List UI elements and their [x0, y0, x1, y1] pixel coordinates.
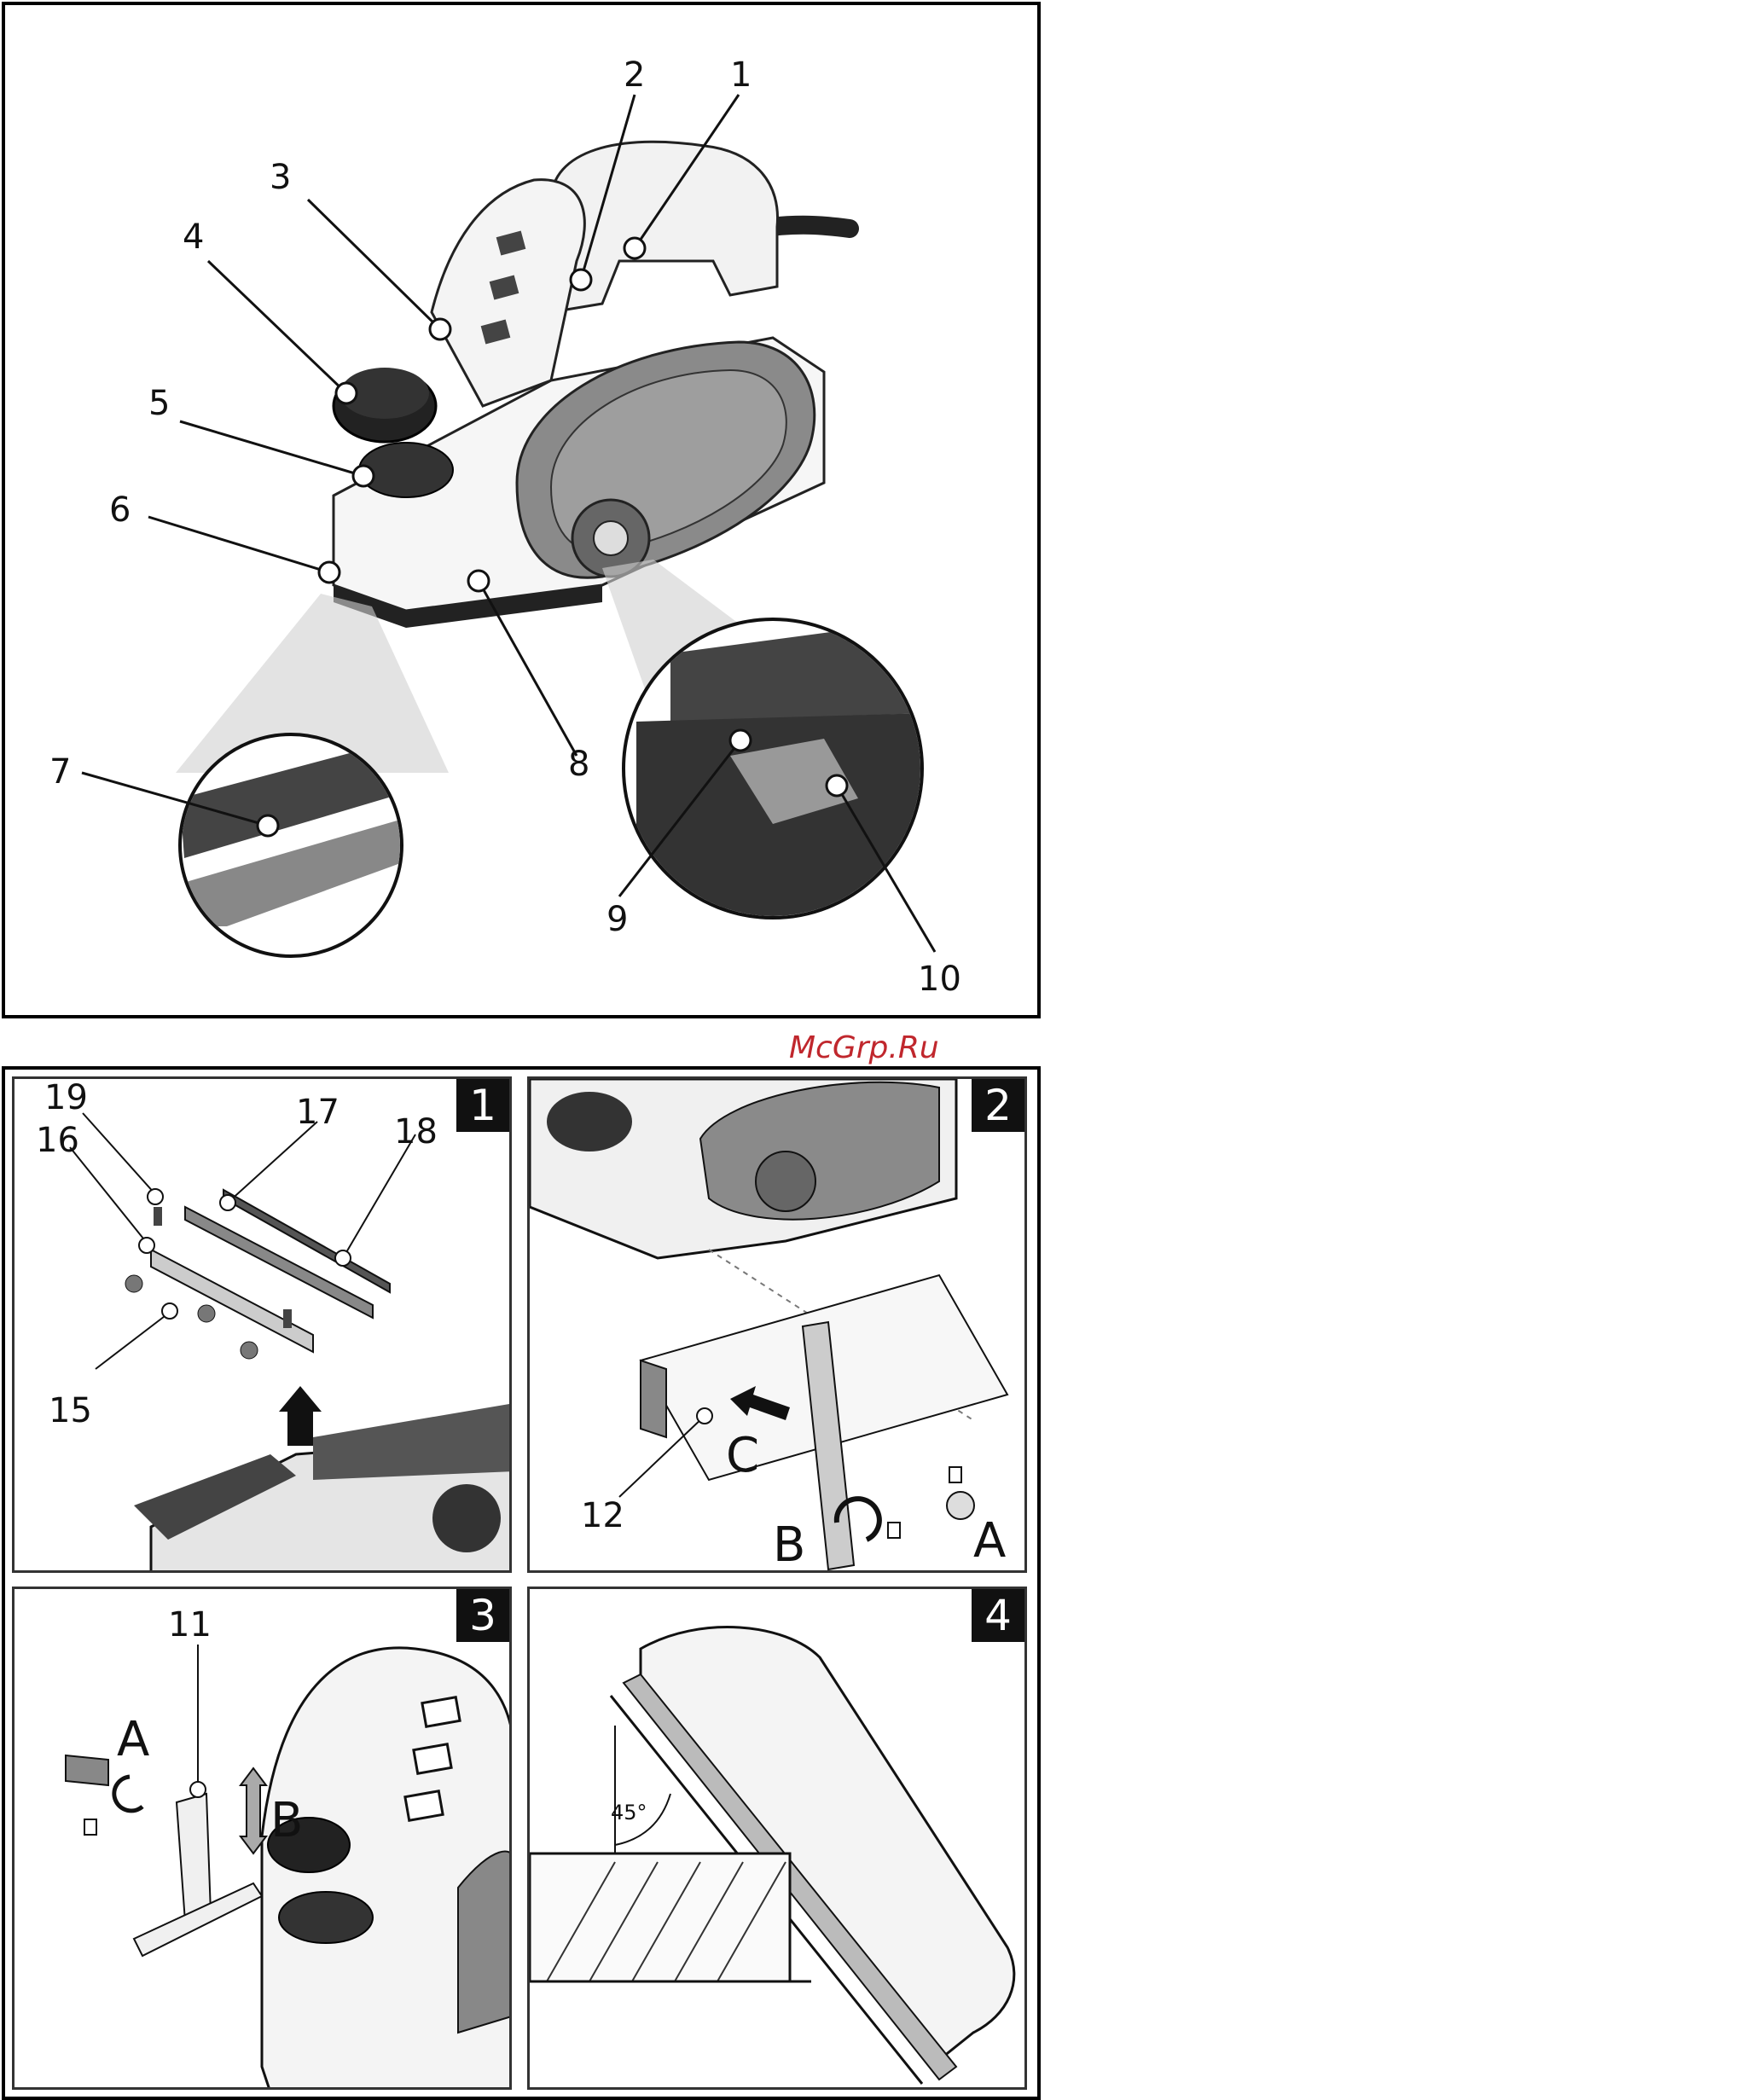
lock-icon — [949, 1467, 961, 1482]
step-panel-1: 1 19 17 18 — [12, 1076, 512, 1573]
step-panel-4: 4 45° — [527, 1587, 1027, 2090]
screw — [198, 1305, 215, 1322]
spring — [283, 1309, 292, 1328]
workpiece — [530, 1853, 790, 1981]
label-10: 10 — [918, 960, 961, 999]
planer-body — [641, 1627, 1014, 2067]
label-4: 4 — [183, 218, 204, 257]
up-arrow-icon — [279, 1386, 322, 1446]
pulley — [756, 1152, 815, 1211]
fence-end — [641, 1360, 666, 1437]
pulley-hub — [594, 521, 628, 555]
label-3: 3 — [270, 158, 291, 197]
fixing-screw — [947, 1492, 974, 1519]
label-c: C — [726, 1428, 759, 1483]
screw — [241, 1342, 258, 1359]
watermark: McGrp.Ru — [789, 1030, 939, 1065]
label-b: B — [270, 1793, 303, 1848]
spring-19 — [154, 1207, 162, 1226]
wing-screw — [66, 1755, 108, 1785]
rear-plate — [313, 1403, 512, 1480]
belt-cover — [458, 1852, 512, 2033]
updown-arrow-icon — [241, 1768, 266, 1853]
grip-slot — [422, 1697, 460, 1727]
blade-parts-drawing: 19 17 18 16 15 — [15, 1079, 512, 1573]
main-figure-frame: 1 2 3 4 5 6 7 8 9 10 — [2, 2, 1041, 1018]
drum-side — [432, 1484, 501, 1552]
depth-stop — [177, 1794, 211, 1922]
step-panel-3: 3 11 A B — [12, 1587, 512, 2090]
callout-dot-12 — [697, 1408, 712, 1424]
grip-slot — [414, 1744, 451, 1774]
depth-stop-drawing: 11 A B — [15, 1589, 512, 2090]
label-16: 16 — [36, 1121, 79, 1160]
callout-dot-11 — [190, 1782, 206, 1797]
label-9: 9 — [606, 900, 628, 939]
rotate-icon — [114, 1777, 142, 1811]
chamfer-drawing: 45° — [530, 1589, 1027, 2090]
label-5: 5 — [148, 384, 170, 423]
label-19: 19 — [44, 1079, 88, 1117]
label-a: A — [973, 1513, 1006, 1569]
label-7: 7 — [49, 752, 71, 792]
label-b: B — [773, 1517, 805, 1573]
label-8: 8 — [568, 745, 589, 784]
label-17: 17 — [296, 1093, 339, 1132]
label-12: 12 — [581, 1496, 624, 1535]
lock-icon — [84, 1819, 96, 1835]
label-11: 11 — [168, 1605, 212, 1645]
angle-label: 45° — [611, 1801, 647, 1824]
lock-icon — [888, 1523, 900, 1538]
depth-scale — [547, 1092, 632, 1152]
label-6: 6 — [109, 490, 131, 530]
screw — [125, 1275, 142, 1292]
label-a: A — [117, 1712, 149, 1767]
parallel-fence-drawing: 12 C A B — [530, 1079, 1027, 1573]
depth-scale — [279, 1892, 373, 1943]
label-18: 18 — [394, 1112, 438, 1152]
planer-overview-drawing: 1 2 3 4 5 6 7 8 9 10 — [5, 5, 1044, 1022]
step-panel-2: 2 12 C A B — [527, 1076, 1027, 1573]
label-15: 15 — [49, 1391, 92, 1430]
grip-slot — [405, 1791, 443, 1821]
label-1: 1 — [730, 55, 752, 95]
label-2: 2 — [624, 55, 645, 95]
